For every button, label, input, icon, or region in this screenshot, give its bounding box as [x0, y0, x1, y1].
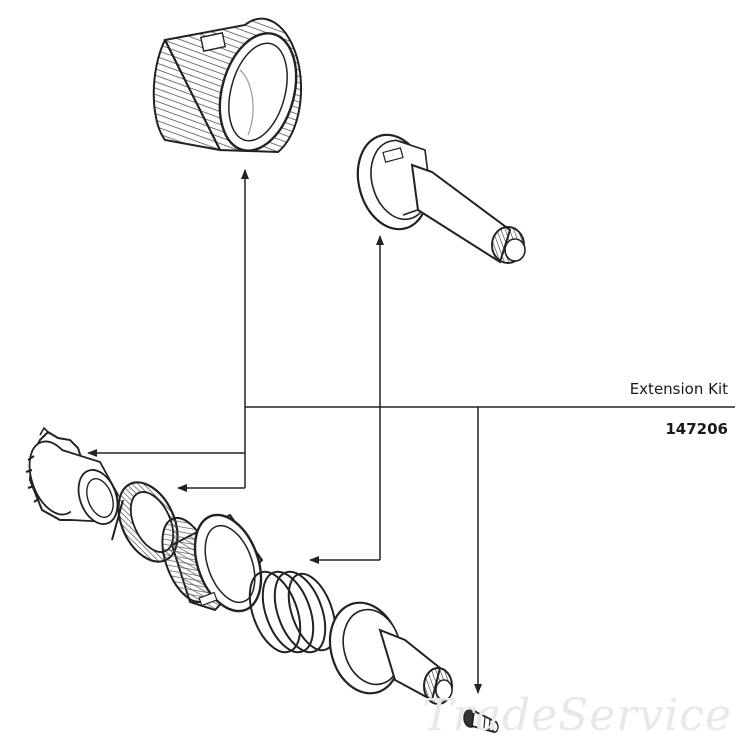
watermark-text: TradeService: [422, 690, 732, 741]
extension-kit-part-number: 147206: [665, 420, 728, 438]
stem-extension-icon: [356, 133, 526, 264]
extension-kit-label: Extension Kit: [629, 380, 728, 398]
spring-icon: [248, 570, 337, 654]
valve-stem-icon: [328, 601, 453, 705]
leader-lines: [87, 169, 735, 694]
threaded-sleeve-icon: [152, 17, 303, 154]
screw-icon: [463, 708, 499, 734]
bonnet-nut-icon: [161, 513, 264, 613]
cartridge-adapter-icon: [25, 426, 119, 525]
